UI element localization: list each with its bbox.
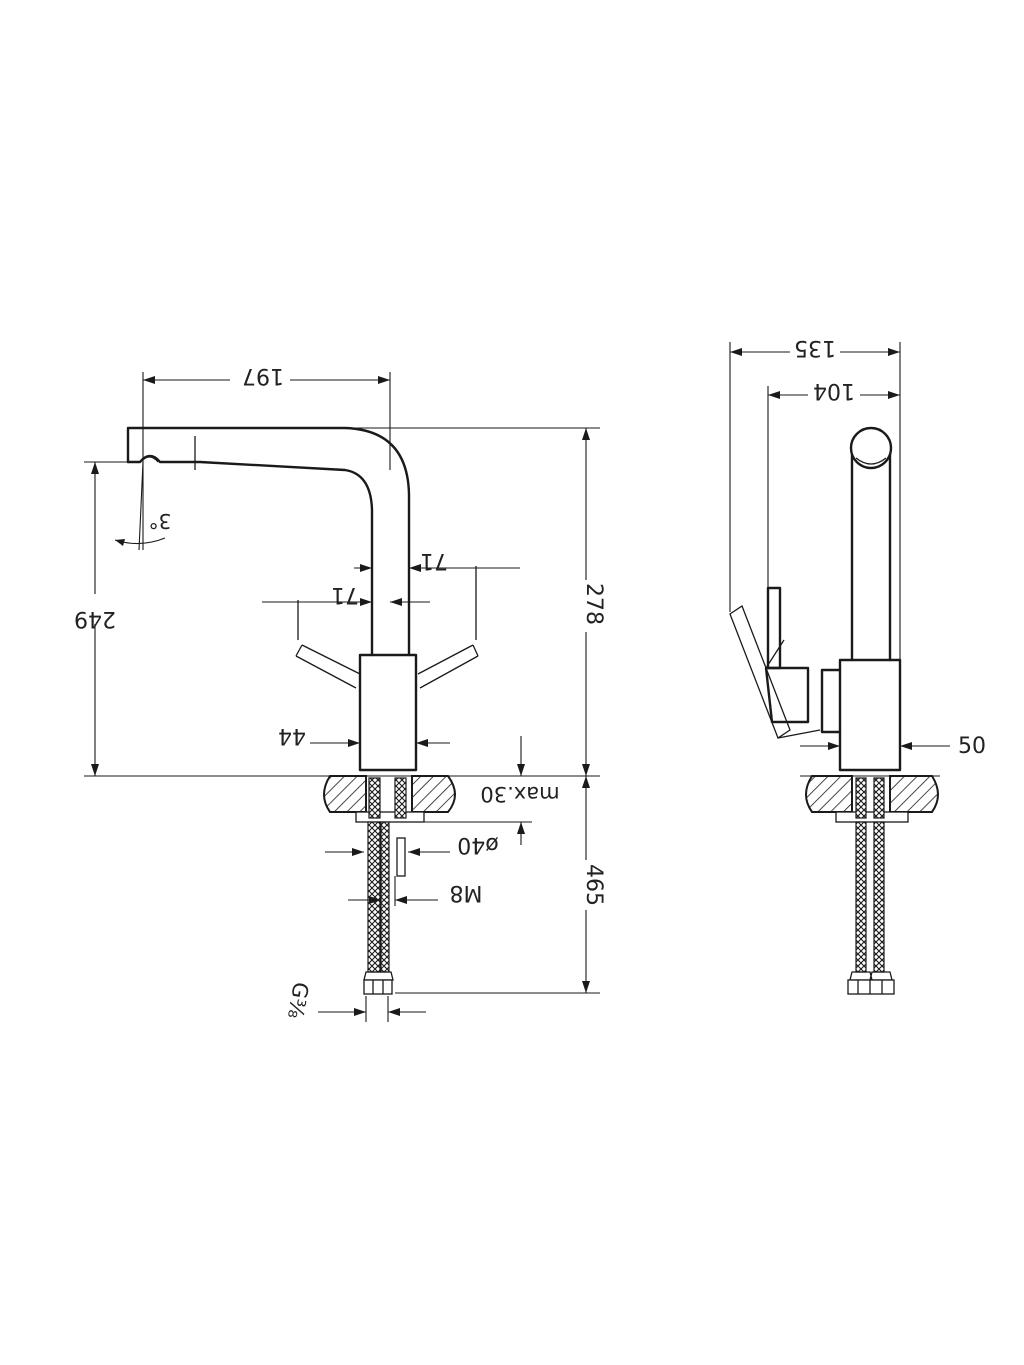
dimension-197: 197 <box>142 363 391 470</box>
dimension-dia40: ø40 <box>325 832 499 857</box>
dimension-71-upper: 71 <box>354 548 520 573</box>
dimension-104: 104 <box>767 378 900 588</box>
supply-hoses-front <box>363 821 406 995</box>
dimension-278: 278 <box>345 427 606 776</box>
dim-104-label: 104 <box>813 378 855 403</box>
dim-71-upper-label: 71 <box>420 548 448 573</box>
dim-g38-label: G⅜ <box>283 980 313 1020</box>
side-view: 135 104 50 <box>729 335 986 995</box>
lever-ghost-positions <box>295 566 479 689</box>
dim-197-label: 197 <box>242 363 284 388</box>
dim-dia40-label: ø40 <box>457 832 498 857</box>
dimension-465: 465 <box>395 776 606 994</box>
front-view: 197 278 249 3° <box>68 363 606 1022</box>
dim-50-label: 50 <box>958 734 986 759</box>
dim-278-label: 278 <box>581 583 606 625</box>
dimension-44: 44 <box>278 723 450 748</box>
dim-m8-label: M8 <box>450 880 483 905</box>
countertop-section-side <box>805 775 939 823</box>
faucet-side-outline <box>729 426 902 772</box>
dimension-max30: max.30 <box>424 736 560 845</box>
dim-max30-label: max.30 <box>480 782 559 806</box>
dimension-m8: M8 <box>348 876 482 906</box>
dimension-249: 249 <box>68 461 128 776</box>
dimension-50: 50 <box>800 734 986 759</box>
dim-135-label: 135 <box>794 335 836 360</box>
dimension-g38: G⅜ <box>283 980 426 1022</box>
supply-hoses-side <box>847 821 895 995</box>
dim-44-label: 44 <box>278 723 306 748</box>
dimension-71-lower: 71 <box>262 582 430 607</box>
dim-angle-label: 3° <box>149 509 172 533</box>
countertop-section-front <box>323 775 456 823</box>
dim-465-label: 465 <box>581 864 606 906</box>
dimension-angle: 3° <box>114 461 172 551</box>
faucet-front-outline <box>126 426 418 772</box>
dimension-135: 135 <box>729 335 901 660</box>
dim-71-lower-label: 71 <box>331 582 359 607</box>
dim-249-label: 249 <box>74 606 116 631</box>
